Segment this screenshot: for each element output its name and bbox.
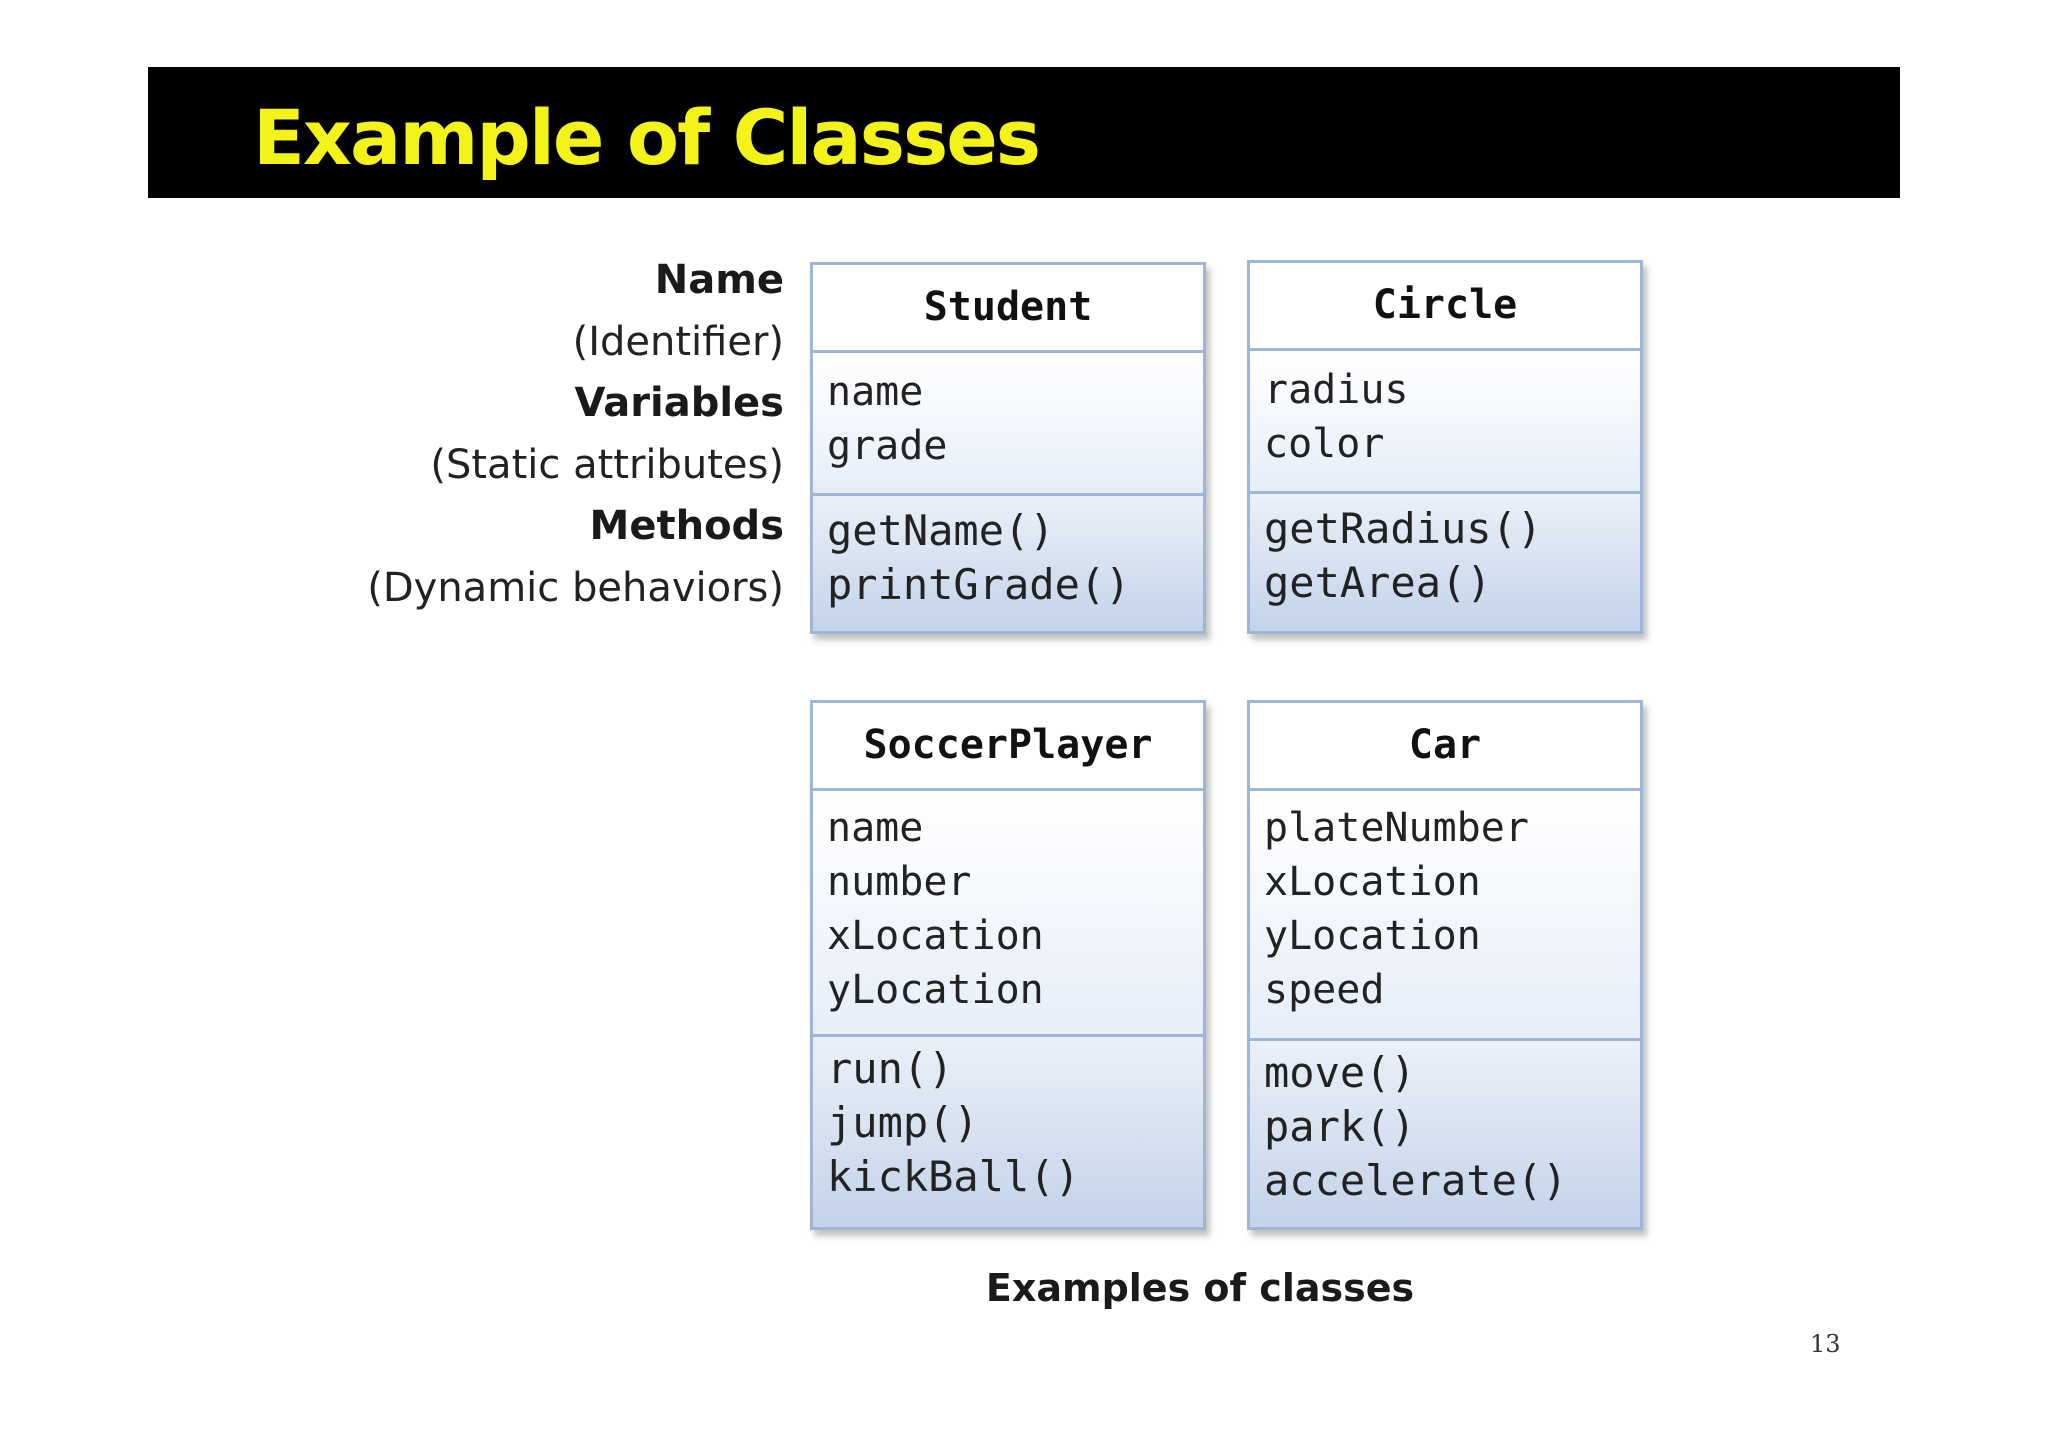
class-variable: color <box>1264 421 1385 467</box>
class-methods: run() jump() kickBall() <box>813 1037 1203 1227</box>
class-variable: radius <box>1264 367 1409 413</box>
class-variable: xLocation <box>1264 859 1481 905</box>
class-name: Student <box>813 265 1203 353</box>
uml-legend-labels: Name (Identifier) Variables (Static attr… <box>300 250 784 619</box>
class-variable: speed <box>1264 967 1385 1013</box>
class-method: getName() <box>827 506 1055 555</box>
legend-label-dynamic-behaviors: (Dynamic behaviors) <box>367 564 784 611</box>
class-method: run() <box>827 1044 954 1093</box>
class-name: Circle <box>1250 263 1640 351</box>
class-variables: name number xLocation yLocation <box>813 791 1203 1037</box>
legend-label-methods: Methods <box>589 503 784 549</box>
class-variables: name grade <box>813 353 1203 496</box>
class-method: accelerate() <box>1264 1156 1568 1205</box>
class-method: kickBall() <box>827 1152 1080 1201</box>
class-variable: name <box>827 805 924 851</box>
class-methods: getRadius() getArea() <box>1250 494 1640 631</box>
legend-label-identifier: (Identifier) <box>572 318 784 365</box>
class-methods: getName() printGrade() <box>813 496 1203 631</box>
class-variable: yLocation <box>827 967 1044 1013</box>
slide-title: Example of Classes <box>253 93 1041 182</box>
class-box-student: Student name grade getName() printGrade(… <box>810 262 1206 634</box>
legend-label-name: Name <box>654 257 784 303</box>
legend-label-static-attributes: (Static attributes) <box>430 441 784 488</box>
legend-label-variables: Variables <box>574 380 784 426</box>
class-name: SoccerPlayer <box>813 703 1203 791</box>
class-method: jump() <box>827 1098 979 1147</box>
class-variable: grade <box>827 423 948 469</box>
page-number: 13 <box>1810 1330 1841 1358</box>
class-box-circle: Circle radius color getRadius() getArea(… <box>1247 260 1643 634</box>
class-variables: radius color <box>1250 351 1640 494</box>
class-method: move() <box>1264 1048 1416 1097</box>
figure-caption: Examples of classes <box>985 1266 1415 1310</box>
class-methods: move() park() accelerate() <box>1250 1041 1640 1227</box>
class-box-soccerplayer: SoccerPlayer name number xLocation yLoca… <box>810 700 1206 1230</box>
title-bar: Example of Classes <box>148 67 1900 198</box>
class-box-car: Car plateNumber xLocation yLocation spee… <box>1247 700 1643 1230</box>
class-variable: plateNumber <box>1264 805 1529 851</box>
class-method: park() <box>1264 1102 1416 1151</box>
class-variable: xLocation <box>827 913 1044 959</box>
class-method: printGrade() <box>827 560 1131 609</box>
class-name: Car <box>1250 703 1640 791</box>
class-method: getArea() <box>1264 558 1492 607</box>
class-variable: number <box>827 859 972 905</box>
class-variable: yLocation <box>1264 913 1481 959</box>
class-variable: name <box>827 369 924 415</box>
class-method: getRadius() <box>1264 504 1543 553</box>
class-variables: plateNumber xLocation yLocation speed <box>1250 791 1640 1041</box>
